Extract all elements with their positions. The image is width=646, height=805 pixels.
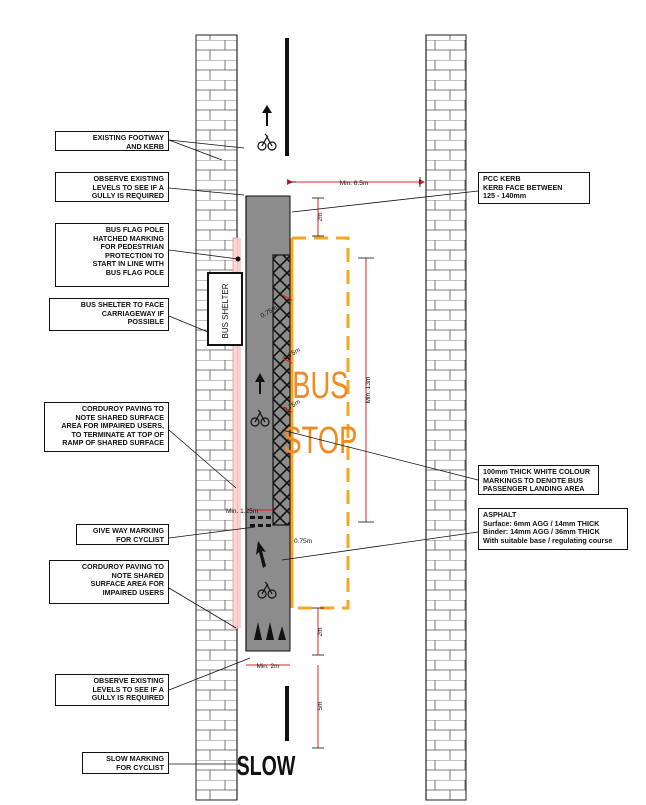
track-arrow-icon	[255, 373, 265, 394]
left-brick-footway	[195, 34, 238, 801]
bus-shelter-text: BUS SHELTER	[221, 283, 230, 338]
label-corduroy-top: CORDUROY PAVING TO NOTE SHARED SURFACE A…	[44, 402, 169, 452]
dim-5m: 5m	[317, 701, 324, 710]
dim-2m-top: 2m	[317, 212, 324, 221]
slow-marking-text: SLOW	[237, 751, 296, 782]
stop-marking-text: STOP	[283, 420, 357, 462]
label-observe-levels-bottom: OBSERVE EXISTING LEVELS TO SEE IF A GULL…	[55, 674, 169, 706]
merge-arrow-icon	[256, 541, 266, 568]
hatched-landing-area	[272, 254, 291, 526]
label-bus-shelter-face: BUS SHELTER TO FACE CARRIAGEWAY IF POSSI…	[49, 298, 169, 331]
dim-min-2m: Min. 2m	[256, 663, 279, 670]
give-way-marking	[250, 516, 271, 527]
dim-0-75-d: 0.75m	[294, 538, 312, 545]
label-pcc-kerb: PCC KERB KERB FACE BETWEEN 125 - 140mm	[478, 172, 590, 204]
dim-min-1-25: Min. 1.25m	[226, 508, 258, 515]
road-arrow-icon	[262, 105, 272, 126]
label-white-markings: 100mm THICK WHITE COLOUR MARKINGS TO DEN…	[478, 465, 599, 495]
cycle-symbol-icon	[257, 133, 277, 151]
centre-line-top	[285, 38, 289, 156]
label-asphalt: ASPHALT Surface: 6mm AGG / 14mm THICK Bi…	[478, 508, 628, 550]
dim-min-13: Min. 13m	[365, 377, 372, 404]
ramp-triangles	[254, 622, 286, 640]
right-brick-footway	[425, 34, 467, 801]
label-corduroy-bottom: CORDUROY PAVING TO NOTE SHARED SURFACE A…	[49, 560, 169, 604]
bus-shelter	[207, 272, 243, 346]
label-existing-footway: EXISTING FOOTWAY AND KERB	[55, 131, 169, 151]
bus-marking-text: BUS	[292, 365, 348, 407]
lower-cycle-icon	[257, 581, 277, 599]
label-slow-marking: SLOW MARKING FOR CYCLIST	[82, 752, 169, 774]
label-bus-flag-pole: BUS FLAG POLE HATCHED MARKING FOR PEDEST…	[55, 223, 169, 287]
track-cycle-icon	[250, 409, 270, 427]
centre-line-bottom	[285, 686, 289, 741]
dim-min-6-5: Min. 6.5m	[340, 180, 369, 187]
label-give-way: GIVE WAY MARKING FOR CYCLIST	[76, 524, 169, 545]
label-observe-levels-top: OBSERVE EXISTING LEVELS TO SEE IF A GULL…	[55, 172, 169, 202]
dim-2m-bottom: 2m	[317, 627, 324, 636]
